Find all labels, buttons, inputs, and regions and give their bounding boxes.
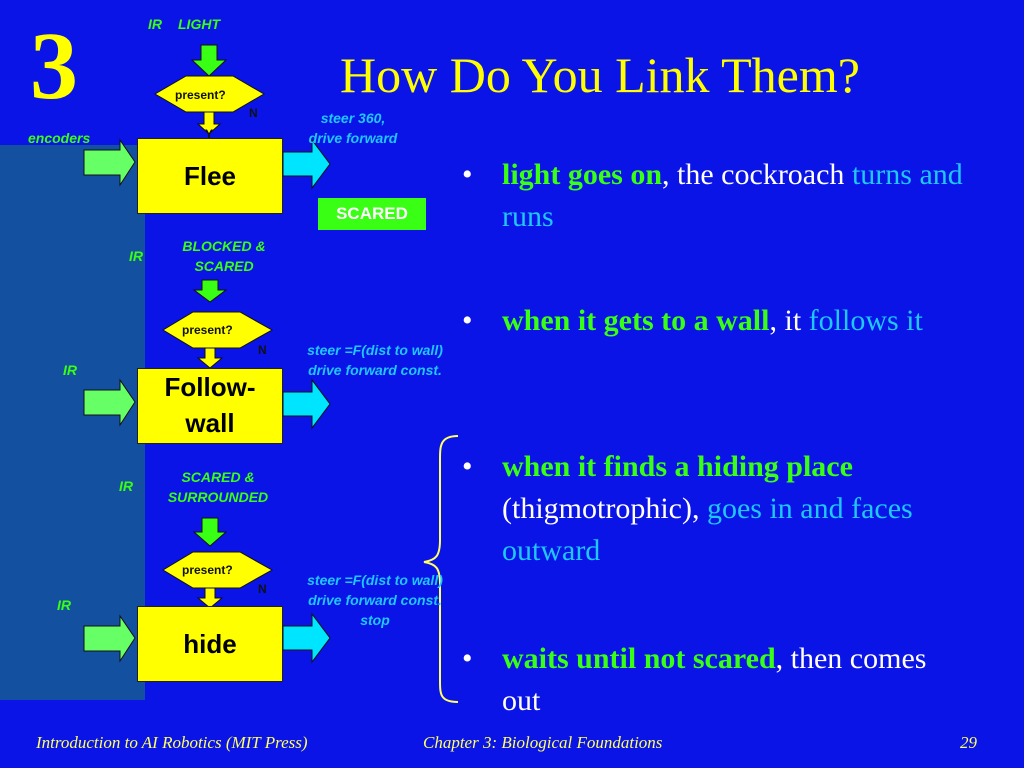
hide-label: hide: [183, 629, 237, 659]
ir-label-3: IR: [119, 478, 133, 494]
chapter-number: 3: [30, 12, 78, 119]
top-ir-label: IR: [148, 16, 162, 32]
n-label-3: N: [258, 582, 267, 596]
flee-label: Flee: [183, 161, 237, 191]
ir-input-arrow-follow: [83, 378, 136, 427]
blocked-input-arrow: [192, 279, 228, 303]
surrounded-label: SCARED & SURROUNDED: [167, 469, 269, 505]
n-label-1: N: [249, 106, 258, 120]
diamond-1-label: present?: [175, 88, 226, 102]
present-diamond-2: [162, 311, 274, 349]
follow-output-arrow: [282, 378, 331, 430]
encoders-input-arrow: [83, 138, 136, 187]
encoders-label: encoders: [28, 130, 91, 146]
n-label-2: N: [258, 343, 267, 357]
present-diamond-1: [154, 75, 265, 113]
diamond-2-label: present?: [182, 323, 233, 337]
ir-label-2: IR: [129, 248, 143, 264]
hide-output-label: steer =F(dist to wall) drive forward con…: [307, 572, 443, 628]
flee-output-arrow: [282, 138, 331, 190]
flee-box: Flee: [137, 138, 283, 214]
surrounded-input-arrow: [192, 517, 228, 547]
ir-input-arrow-hide: [83, 614, 136, 663]
hide-box: hide: [137, 606, 283, 682]
footer-left: Introduction to AI Robotics (MIT Press): [36, 733, 308, 752]
y-label-1: Y: [205, 127, 214, 141]
yes-arrow-1: [196, 111, 222, 135]
yes-arrow-2: [196, 347, 224, 369]
follow-wall-box: Follow- wall: [137, 368, 283, 444]
page-number: 29: [960, 733, 977, 752]
curly-brace: [423, 435, 459, 703]
present-diamond-3: [162, 551, 274, 589]
follow-output-label: steer =F(dist to wall) drive forward con…: [307, 342, 443, 378]
blocked-label: BLOCKED & SCARED: [182, 238, 266, 274]
slide-title: How Do You Link Them?: [340, 47, 860, 103]
ir-label-hide: IR: [57, 597, 71, 613]
ir-label-follow: IR: [63, 362, 77, 378]
yes-arrow-3: [196, 587, 224, 609]
scared-badge: SCARED: [318, 198, 426, 230]
light-input-arrow: [190, 44, 228, 77]
flee-output-label: steer 360, drive forward: [308, 110, 398, 146]
footer-center: Chapter 3: Biological Foundations: [423, 733, 663, 752]
hide-output-arrow: [282, 612, 331, 664]
top-light-label: LIGHT: [178, 16, 220, 32]
diamond-3-label: present?: [182, 563, 233, 577]
